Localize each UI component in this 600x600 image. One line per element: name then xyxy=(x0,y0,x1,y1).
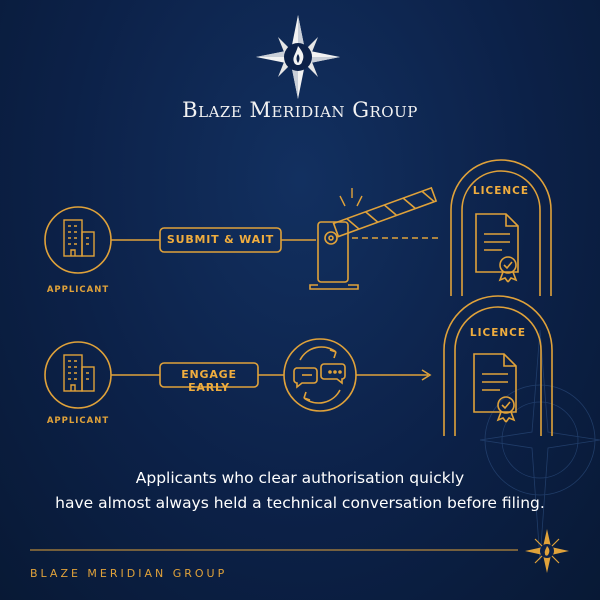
certificate-icon xyxy=(473,353,517,423)
applicant-node-1 xyxy=(44,206,112,274)
caption-line-1: Applicants who clear authorisation quick… xyxy=(135,469,465,487)
arrow-head-icon xyxy=(421,369,432,381)
building-icon xyxy=(63,219,95,257)
barrier-gate-icon xyxy=(309,186,438,290)
applicant-node-2 xyxy=(44,341,112,409)
applicant-label-2: APPLICANT xyxy=(46,416,110,426)
footer-compass-icon xyxy=(525,529,569,573)
certificate-icon xyxy=(475,213,519,283)
applicant-label-1: APPLICANT xyxy=(46,285,110,295)
compass-star-logo-icon xyxy=(256,15,340,99)
brand-title: Blaze Meridian Group xyxy=(182,98,418,122)
licence-arch-1 xyxy=(450,159,552,296)
conversation-icon xyxy=(283,338,357,412)
caption-line-2: have almost always held a technical conv… xyxy=(55,494,545,512)
path-label-1: SUBMIT & WAIT xyxy=(166,233,275,246)
path-label-2: ENGAGE EARLY xyxy=(181,368,237,394)
footer-brand: BLAZE MERIDIAN GROUP xyxy=(30,567,228,580)
caption: Applicants who clear authorisation quick… xyxy=(0,466,600,516)
background-compass-icon xyxy=(479,329,600,561)
licence-arch-2 xyxy=(443,295,553,436)
licence-label-1: LICENCE xyxy=(472,185,530,197)
building-icon xyxy=(63,354,95,392)
licence-label-2: LICENCE xyxy=(469,327,527,339)
